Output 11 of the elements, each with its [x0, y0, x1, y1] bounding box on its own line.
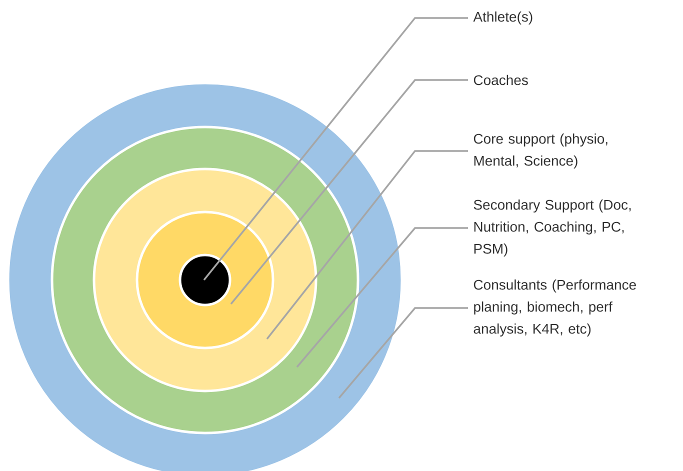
label-text: Secondary Support (Doc, Nutrition, Coaching, PC, PSM): [474, 199, 631, 257]
label-text: Consultants (Performance planing, biomech, perf analysis, K4R, etc): [474, 279, 636, 336]
leader-line: [230, 79, 468, 305]
ring-circle: [178, 254, 232, 306]
leader-line: [266, 150, 468, 340]
leader-line: [203, 17, 468, 281]
leader-line: [338, 307, 468, 399]
label-text: Coaches: [474, 74, 528, 86]
label-text: Athlete(s): [473, 11, 532, 25]
label-text: Core support (physio, Mental, Science): [474, 133, 608, 169]
leader-line: [296, 227, 468, 368]
